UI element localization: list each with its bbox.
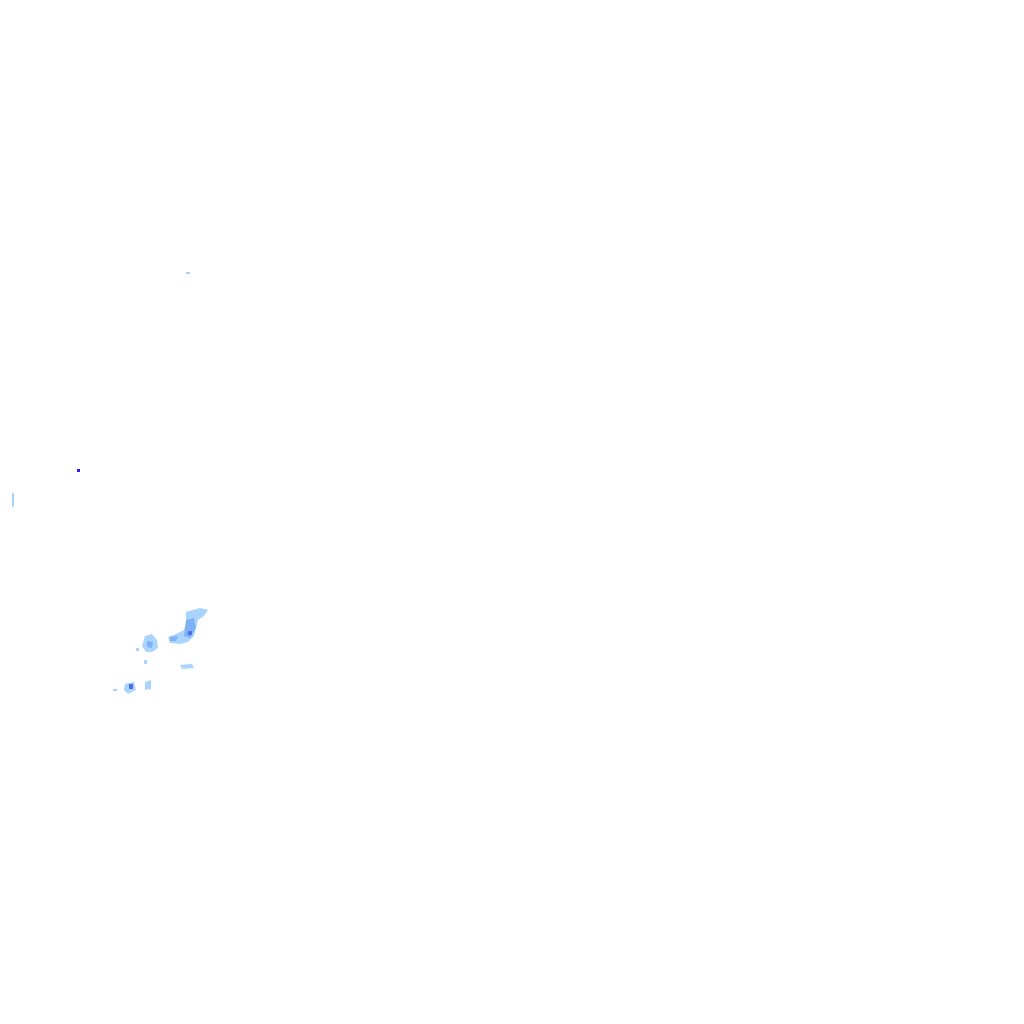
precip-cells-medium [147, 618, 196, 648]
precip-cell [12, 492, 14, 508]
precip-cell [180, 664, 194, 669]
precip-cell [188, 631, 192, 635]
precip-cells-heavy [129, 631, 192, 689]
precip-cell [144, 660, 147, 664]
precip-cell [77, 469, 80, 472]
precip-cell [147, 641, 153, 648]
precip-cell [136, 648, 139, 651]
precip-cell [170, 636, 178, 641]
precip-cell [129, 684, 133, 689]
precip-cell [186, 272, 190, 274]
precip-cells-intense [77, 469, 80, 472]
precip-cell [184, 618, 196, 638]
precip-cells-light [12, 272, 208, 694]
precip-cell [113, 689, 117, 691]
precip-cell [145, 680, 151, 690]
